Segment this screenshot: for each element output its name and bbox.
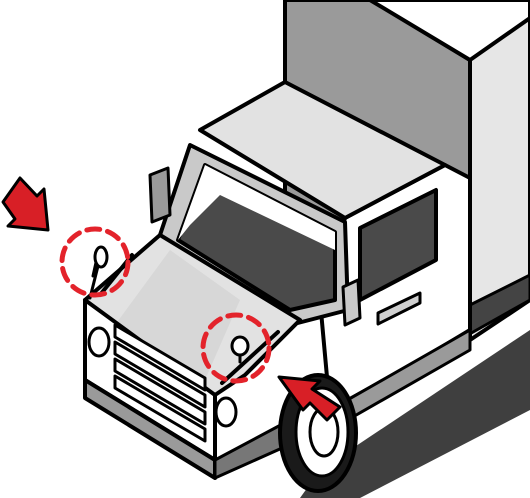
left-fender-marker <box>59 226 131 298</box>
ground-shadow <box>300 330 530 498</box>
cab-roof <box>198 80 447 220</box>
left-mirror <box>148 166 172 224</box>
arrow-upper-left <box>1 176 50 232</box>
arrow-lower-right <box>277 375 342 422</box>
door-handle <box>376 291 422 326</box>
right-mirror <box>341 278 362 327</box>
grille <box>113 323 207 443</box>
cab-side-window <box>358 188 438 302</box>
windshield-reflection <box>178 165 335 250</box>
left-headlight <box>87 326 111 358</box>
hood-shadow <box>115 250 240 380</box>
right-fender-mirror-icon <box>230 335 250 364</box>
right-fender-marker <box>200 312 272 384</box>
right-headlight <box>214 396 238 428</box>
left-fender-mirror-icon <box>91 245 109 278</box>
